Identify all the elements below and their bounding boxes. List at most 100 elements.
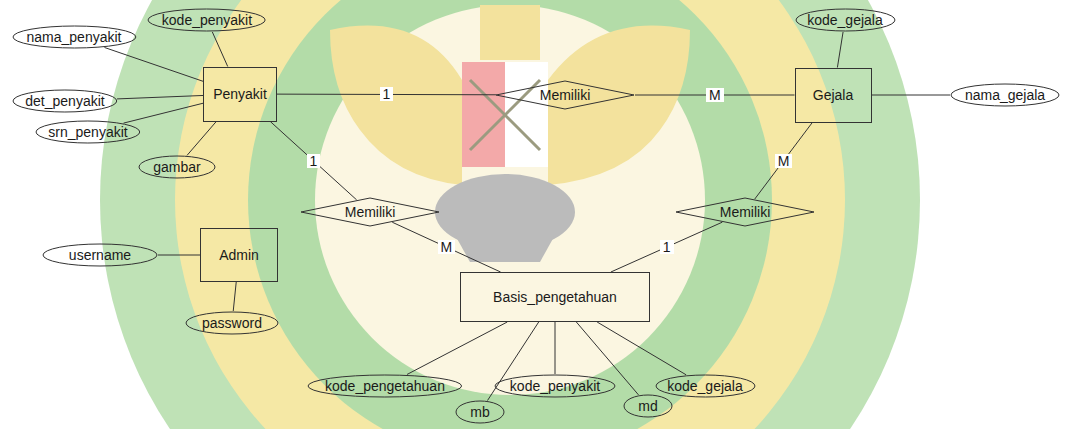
text-stack: Memiliki <box>540 88 591 102</box>
ellipse-shape <box>13 26 136 48</box>
cardinality-label: M <box>706 88 724 102</box>
relationship-name: Memiliki <box>540 88 591 102</box>
ellipse-shape <box>495 375 615 397</box>
connector-line <box>158 255 200 256</box>
text-stack: password <box>202 316 262 330</box>
relationship-name: Memiliki <box>345 205 396 219</box>
attribute-ellipse: kode_pengetahuan <box>307 374 463 398</box>
attribute-ellipse: kode_penyakit <box>147 8 266 32</box>
entity-name: Admin <box>219 248 259 262</box>
connector-line <box>755 123 813 200</box>
connector-line <box>837 32 843 68</box>
text-stack: kode_gejala <box>667 379 743 393</box>
connector-line <box>233 282 236 311</box>
attribute-ellipse: mb <box>455 400 505 424</box>
attribute-ellipse: password <box>185 311 279 335</box>
ellipse-shape <box>796 9 895 31</box>
attribute-name: det_penyakit <box>25 94 104 108</box>
entity-box: Admin <box>200 228 278 282</box>
text-stack: Memiliki <box>720 205 771 219</box>
entity-name: Penyakit <box>213 87 267 101</box>
attribute-ellipse: md <box>623 394 673 418</box>
ellipse-shape <box>148 9 265 31</box>
text-stack: md <box>638 399 657 413</box>
attribute-name: gambar <box>153 160 200 174</box>
ellipse-shape <box>43 244 157 266</box>
connector-line <box>117 95 203 98</box>
connector-line <box>872 95 951 96</box>
ellipse-shape <box>951 84 1059 106</box>
connector-line <box>597 322 686 375</box>
text-stack: kode_penyakit <box>510 379 600 393</box>
attribute-ellipse: kode_penyakit <box>494 374 616 398</box>
diamond-shape <box>676 198 814 226</box>
attribute-ellipse: kode_gejala <box>655 374 756 398</box>
cardinality-label: 1 <box>307 154 321 168</box>
attribute-name: password <box>202 316 262 330</box>
ellipse-shape <box>624 395 672 417</box>
connector-line <box>212 32 227 67</box>
cardinality-label: 1 <box>660 240 674 254</box>
attribute-ellipse: srn_penyakit <box>35 120 141 144</box>
attribute-name: kode_penyakit <box>510 379 600 393</box>
cardinality-label: 1 <box>380 87 394 101</box>
entity-box: Gejala <box>795 68 872 123</box>
relationship-diamond: Memiliki <box>300 197 440 227</box>
text-stack: srn_penyakit <box>48 125 127 139</box>
text-stack: Basis_pengetahuan <box>493 290 617 304</box>
text-stack: Memiliki <box>345 205 396 219</box>
text-stack: nama_gejala <box>965 88 1045 102</box>
connector-line <box>104 47 203 81</box>
ellipse-shape <box>656 375 755 397</box>
text-stack: Admin <box>219 248 259 262</box>
relationship-diamond: Memiliki <box>675 197 815 227</box>
relationship-diamond: Memiliki <box>495 80 635 110</box>
attribute-name: kode_pengetahuan <box>325 379 445 393</box>
attribute-ellipse: det_penyakit <box>12 89 118 113</box>
text-stack: det_penyakit <box>25 94 104 108</box>
connector-line <box>392 222 500 272</box>
diamond-shape <box>301 198 439 226</box>
ellipse-shape <box>456 401 504 423</box>
attribute-name: md <box>638 399 657 413</box>
attribute-name: kode_gejala <box>667 379 743 393</box>
attribute-ellipse: gambar <box>138 155 216 179</box>
connector-line <box>407 322 507 374</box>
entity-name: Basis_pengetahuan <box>493 290 617 304</box>
relationship-name: Memiliki <box>720 205 771 219</box>
text-stack: Penyakit <box>213 87 267 101</box>
attribute-name: nama_gejala <box>965 88 1045 102</box>
ellipse-shape <box>139 156 215 178</box>
attribute-ellipse: username <box>42 243 158 267</box>
ellipse-shape <box>36 121 140 143</box>
text-stack: kode_penyakit <box>162 13 252 27</box>
ellipse-shape <box>13 90 117 112</box>
attribute-name: mb <box>470 405 489 419</box>
cardinality-label: M <box>438 240 456 254</box>
connector-line <box>555 322 556 374</box>
text-stack: kode_gejala <box>807 13 883 27</box>
attribute-name: kode_penyakit <box>162 13 252 27</box>
attribute-name: nama_penyakit <box>27 30 122 44</box>
text-stack: gambar <box>153 160 200 174</box>
cardinality-label: M <box>775 154 793 168</box>
attribute-name: srn_penyakit <box>48 125 127 139</box>
ellipse-shape <box>186 312 278 334</box>
connector-line <box>270 122 356 200</box>
attribute-ellipse: nama_penyakit <box>12 25 137 49</box>
entity-box: Penyakit <box>203 67 277 122</box>
connector-line <box>187 122 216 156</box>
ellipse-shape <box>308 375 462 397</box>
attribute-name: username <box>69 248 131 262</box>
text-stack: nama_penyakit <box>27 30 122 44</box>
text-stack: kode_pengetahuan <box>325 379 445 393</box>
text-stack: Gejala <box>813 88 853 102</box>
text-stack: mb <box>470 405 489 419</box>
connector-line <box>611 222 722 272</box>
entity-box: Basis_pengetahuan <box>460 272 650 322</box>
attribute-ellipse: kode_gejala <box>795 8 896 32</box>
diamond-shape <box>496 81 634 109</box>
